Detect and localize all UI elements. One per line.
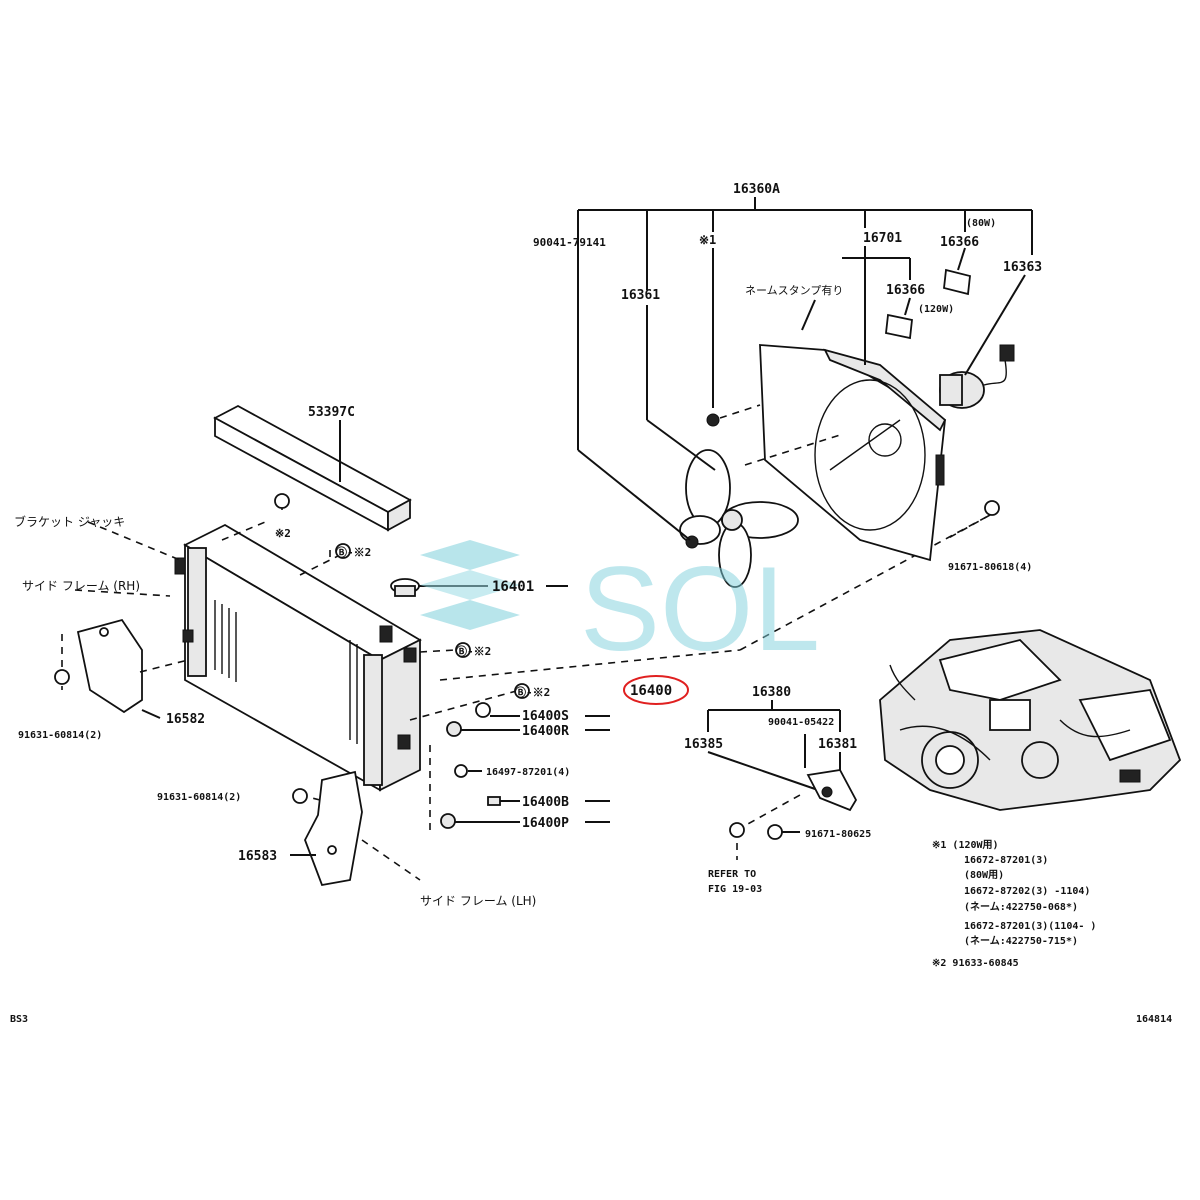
label-bracket-jack: ブラケット ジャッキ (14, 514, 125, 529)
notes-block: ※1 (120W用) 16672-87201(3) (80W用) 16672-8… (932, 839, 1096, 969)
plate-80w (943, 268, 971, 296)
bracket-16583 (304, 770, 363, 887)
engine-block (879, 629, 1182, 811)
fan-blade (679, 449, 799, 588)
note-line: ※2 91633-60845 (932, 958, 1019, 969)
label-mount-part: 16497-87201(4) (486, 767, 570, 778)
label-cock-p: 16400P (522, 816, 569, 831)
label-side-frame-lh: サイド フレーム (LH) (420, 894, 536, 908)
plate-120w (885, 313, 913, 340)
label-screw: 90041-79141 (533, 236, 606, 249)
label-plate-80w: (80W) (966, 218, 996, 229)
label-bolt-d: 91671-80625 (805, 829, 871, 840)
label-name-stamp: ネームスタンプ有り (745, 283, 843, 297)
label-plug-r: 16400R (522, 724, 569, 739)
note-line: (ネーム:422750-068*) (964, 901, 1078, 913)
labels: 16360A 90041-79141 ※1 16361 16701 (80W) … (10, 182, 1172, 1025)
label-bolt-b: 91631-60814(2) (157, 792, 241, 803)
label-side-frame-rh: サイド フレーム (RH) (22, 579, 140, 593)
label-bolt-c: 91671-80618(4) (948, 562, 1032, 573)
label-plate: 16366 (940, 235, 979, 250)
label-bracket-a: 16582 (166, 712, 205, 727)
fan-motor (939, 344, 1015, 409)
watermark-logo (420, 540, 520, 630)
label-shroud: 16701 (863, 231, 902, 246)
note-line: 16672-87201(3)(1104- ) (964, 921, 1096, 932)
sensor-part (806, 769, 858, 812)
label-fan: 16361 (621, 288, 660, 303)
label-sensor-a: 16385 (684, 737, 723, 752)
note-line: 16672-87201(3) (964, 855, 1048, 866)
label-cap: 16401 (492, 579, 534, 595)
note-line: (80W用) (964, 869, 1004, 881)
label-sensor-b: 16381 (818, 737, 857, 752)
label-plate-120w: (120W) (918, 304, 954, 315)
bracket-16582 (76, 618, 143, 714)
label-sensor-screw: 90041-05422 (768, 717, 834, 728)
label-radiator: 16400 (630, 683, 672, 699)
label-plate-b: 16366 (886, 283, 925, 298)
note-line: (ネーム:422750-715*) (964, 935, 1078, 947)
drain-parts (440, 702, 501, 829)
label-b-note2-c: Ⓑ-※2 (515, 685, 550, 699)
label-refer-fig: FIG 19-03 (708, 884, 762, 895)
label-b-note2-b: Ⓑ-※2 (456, 644, 491, 658)
fan-shroud (759, 344, 947, 562)
label-b-note2-a: Ⓑ-※2 (336, 545, 371, 559)
label-motor: 16363 (1003, 260, 1042, 275)
label-refer: REFER TO (708, 869, 756, 880)
cushion-part (213, 404, 412, 532)
note-line: ※1 (120W用) (932, 839, 999, 851)
label-assy: 16360A (733, 182, 780, 197)
label-bolt-a: 91631-60814(2) (18, 730, 102, 741)
label-b-note2-e: ※2 (275, 527, 291, 540)
note-line: 16672-87202(3) -1104) (964, 886, 1090, 897)
label-cock-b: 16400B (522, 795, 569, 810)
label-sensor-assy: 16380 (752, 685, 791, 700)
radiator-cap (390, 578, 420, 597)
label-cushion: 53397C (308, 405, 355, 420)
label-plug-s: 16400S (522, 709, 569, 724)
label-footer-left: BS3 (10, 1014, 28, 1025)
label-bracket-b: 16583 (238, 849, 277, 864)
radiator-core (174, 523, 422, 792)
b-markers (54, 493, 1000, 840)
watermark-text: SOL (580, 542, 820, 676)
label-note1-ref: ※1 (699, 233, 716, 247)
highlight-circle (623, 675, 689, 705)
label-footer-right: 164814 (1136, 1014, 1172, 1025)
